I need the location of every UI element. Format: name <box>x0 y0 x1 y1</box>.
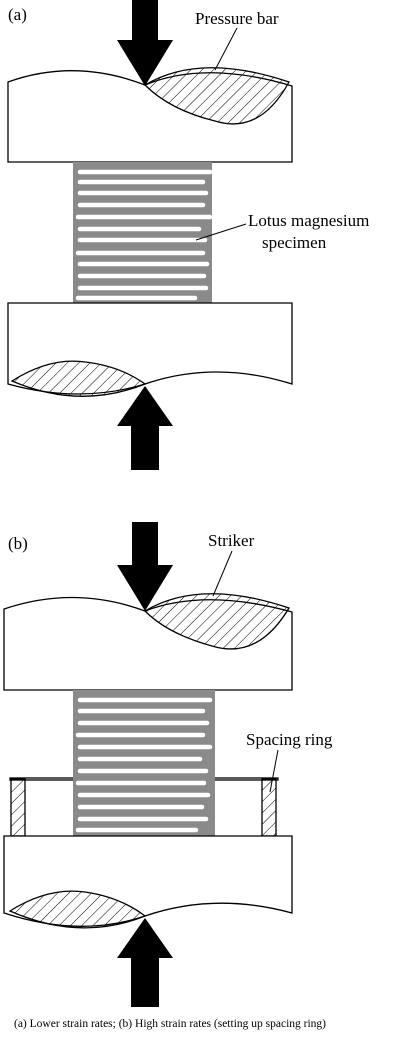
panel-a: (a) Pressure bar <box>7 0 369 470</box>
spacing-ring-label: Spacing ring <box>246 730 333 749</box>
bottom-load-arrow-icon <box>117 386 173 470</box>
striker-leader <box>212 550 233 597</box>
panel-b: (b) S <box>3 522 333 1007</box>
spacing-ring-right <box>261 778 277 837</box>
striker-label: Striker <box>208 531 255 550</box>
pressure-bar-leader <box>214 27 238 71</box>
specimen-label-line2: specimen <box>262 233 327 252</box>
top-load-arrow-icon <box>117 0 173 86</box>
specimen-b <box>73 690 215 836</box>
lower-pressure-bar-hatch <box>8 890 147 929</box>
upper-pressure-bar-hatch <box>143 67 290 125</box>
specimen-b-pores <box>75 697 213 833</box>
panel-b-label: (b) <box>8 534 28 553</box>
pressure-bar-label: Pressure bar <box>195 9 279 28</box>
bottom-load-arrow-icon <box>117 918 173 1007</box>
lower-pressure-bar-hatch <box>10 360 147 397</box>
spacing-ring-left <box>10 778 26 837</box>
spacing-ring-leader <box>269 749 279 793</box>
top-load-arrow-icon <box>117 522 173 611</box>
specimen-a <box>73 162 212 303</box>
panel-a-label: (a) <box>8 5 27 24</box>
specimen-a-pores <box>75 169 213 301</box>
figure-caption: (a) Lower strain rates; (b) High strain … <box>14 1018 326 1030</box>
specimen-label-line1: Lotus magnesium <box>248 211 369 230</box>
striker-bar-hatch <box>143 593 290 650</box>
specimen-leader <box>195 223 247 241</box>
